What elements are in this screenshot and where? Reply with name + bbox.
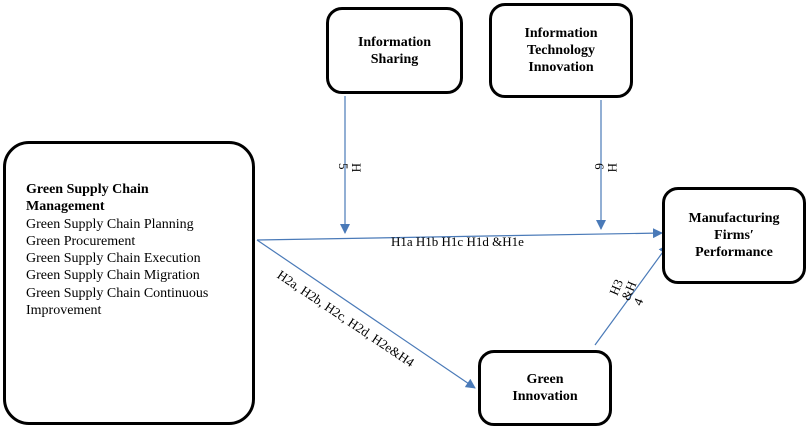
gscm-title-line1: Green Supply Chain [26, 182, 149, 197]
itech-line3: Innovation [528, 60, 594, 75]
green-supply-chain-management-box: Green Supply Chain Management Green Supp… [3, 141, 255, 425]
label-h5-a: H [349, 163, 364, 173]
green-innovation-box: Green Innovation [478, 350, 612, 426]
itech-line1: Information [524, 26, 598, 41]
info-sharing-line1: Information [357, 34, 432, 50]
gscm-item-continuous: Green Supply Chain Continuous [26, 285, 209, 301]
manufacturing-firms-performance-box: Manufacturing Firms′ Performance [662, 187, 806, 284]
gscm-item-planning: Green Supply Chain Planning [26, 216, 194, 232]
label-h1: H1a H1b H1c H1d &H1e [391, 234, 524, 249]
gscm-item-procurement: Green Procurement [26, 233, 136, 249]
information-sharing-box: Information Sharing [326, 7, 463, 94]
gscm-title-line2: Management [26, 199, 105, 215]
mfp-line3: Performance [695, 245, 773, 260]
gscm-item-migration: Green Supply Chain Migration [26, 268, 200, 284]
green-innovation-line2: Innovation [512, 389, 578, 404]
arrow-green-innovation-to-performance [594, 244, 669, 346]
information-technology-innovation-box: Information Technology Innovation [489, 3, 633, 98]
label-h6: H 6 [592, 163, 620, 173]
gscm-item-execution: Green Supply Chain Execution [26, 251, 201, 267]
green-innovation-line1: Green [526, 372, 564, 387]
itech-line2: Technology [527, 43, 595, 58]
mfp-line1: Manufacturing [688, 211, 780, 226]
mfp-line2: Firms′ [714, 228, 754, 243]
arrow-gscm-to-performance [256, 228, 663, 241]
info-sharing-line2: Sharing [370, 51, 419, 67]
label-h5: H 5 [336, 163, 364, 173]
gscm-item-improvement: Improvement [26, 303, 102, 319]
label-h6-a: H [605, 163, 620, 173]
arrow-gscm-to-green-innovation [256, 239, 476, 389]
